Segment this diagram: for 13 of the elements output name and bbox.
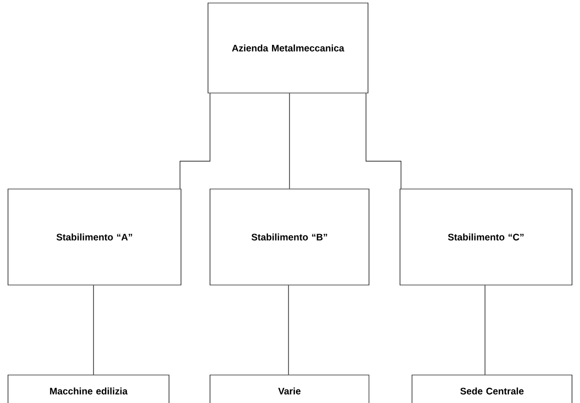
org-box: Stabilimento “A”: [8, 188, 182, 286]
connector-line: [93, 284, 94, 376]
org-box: Azienda Metalmeccanica: [208, 2, 368, 94]
connector-line: [366, 92, 402, 190]
org-box: Sede Centrale: [412, 374, 572, 403]
connector-line: [180, 92, 210, 190]
org-box: Macchine edilizia: [8, 374, 170, 403]
connector-line: [484, 284, 486, 376]
connector-line: [289, 92, 290, 190]
org-box: Varie: [210, 374, 370, 403]
org-box: Stabilimento “C”: [400, 188, 572, 286]
connector-line: [288, 284, 289, 376]
org-box: Stabilimento “B”: [210, 188, 370, 286]
